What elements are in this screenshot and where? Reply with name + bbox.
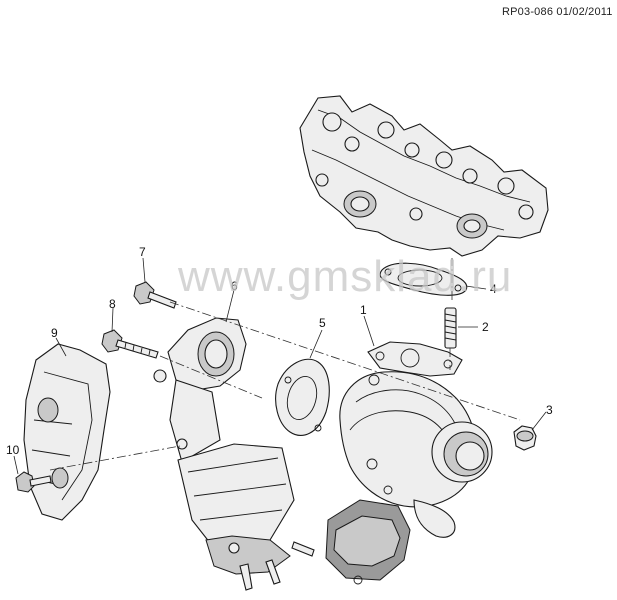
stud <box>444 307 457 349</box>
turbocharger <box>325 341 493 585</box>
drawing-reference: RP03-086 01/02/2011 <box>502 6 613 18</box>
callout-7: 7 <box>139 245 146 259</box>
heat-shield-bolt <box>15 471 52 493</box>
catalytic-converter <box>153 317 315 591</box>
callout-10: 10 <box>6 443 20 457</box>
callout-1: 1 <box>360 303 367 317</box>
watermark: www.gmsklad.ru <box>178 252 513 301</box>
callout-6: 6 <box>231 279 238 293</box>
callout-8: 8 <box>109 297 116 311</box>
heat-shield <box>23 343 111 521</box>
assembly-center-lines <box>49 258 521 471</box>
callout-3: 3 <box>546 403 553 417</box>
callout-5: 5 <box>319 316 326 330</box>
nut <box>513 425 537 451</box>
callout-leaders <box>13 257 547 475</box>
gasket-turbo-converter <box>275 358 330 436</box>
exhaust-manifold <box>299 95 549 257</box>
bolt-short <box>133 281 177 309</box>
callout-4: 4 <box>490 282 497 296</box>
gasket-manifold-turbo <box>379 262 468 296</box>
bolt-long <box>101 329 159 359</box>
callout-9: 9 <box>51 326 58 340</box>
callout-2: 2 <box>482 320 489 334</box>
